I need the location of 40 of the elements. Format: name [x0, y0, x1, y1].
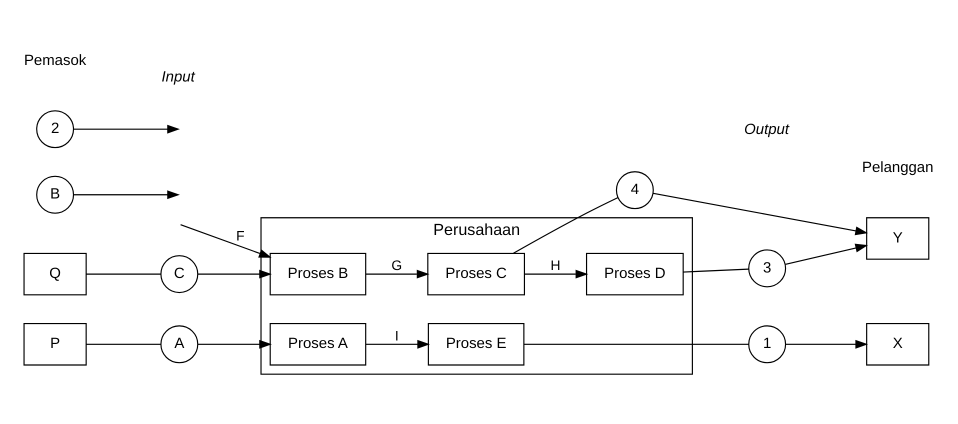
label: Output: [744, 121, 789, 138]
node-circle: 2: [36, 110, 74, 148]
arrow: [366, 270, 430, 279]
label: Pemasok: [24, 52, 86, 70]
edge-label: F: [236, 228, 245, 244]
connector: [86, 344, 161, 345]
edge-label: H: [550, 258, 560, 274]
node-circle: 3: [748, 249, 786, 288]
edge-label: I: [394, 328, 399, 344]
node-box: P: [23, 323, 87, 366]
arrow: [786, 340, 868, 349]
node-box: Q: [23, 252, 87, 296]
arrow: [366, 340, 430, 349]
connector: [86, 274, 161, 275]
arrow: [524, 270, 588, 279]
node-box: Proses D: [586, 252, 684, 296]
connector: [683, 268, 749, 273]
arrow: [198, 340, 272, 349]
arrow: [653, 192, 868, 236]
connector: [524, 344, 748, 345]
node-box: Y: [866, 217, 930, 260]
arrow: [74, 124, 180, 134]
node-box: Proses C: [427, 252, 526, 296]
node-circle: A: [160, 325, 198, 364]
edge-label: G: [391, 258, 402, 274]
node-box: Proses E: [428, 323, 524, 366]
node-box: Proses B: [270, 252, 366, 296]
arrow: [74, 190, 180, 200]
node-circle: 1: [748, 325, 786, 364]
label: Input: [162, 68, 195, 86]
arrow: [180, 224, 272, 258]
node-box: X: [866, 323, 930, 366]
connector: [513, 197, 618, 254]
label: Pelanggan: [862, 159, 934, 176]
arrow: [198, 270, 272, 279]
arrow: [785, 244, 868, 265]
node-box: Proses A: [270, 323, 366, 366]
node-circle: C: [160, 255, 198, 294]
node-circle: B: [36, 176, 74, 214]
node-circle: 4: [616, 171, 654, 210]
